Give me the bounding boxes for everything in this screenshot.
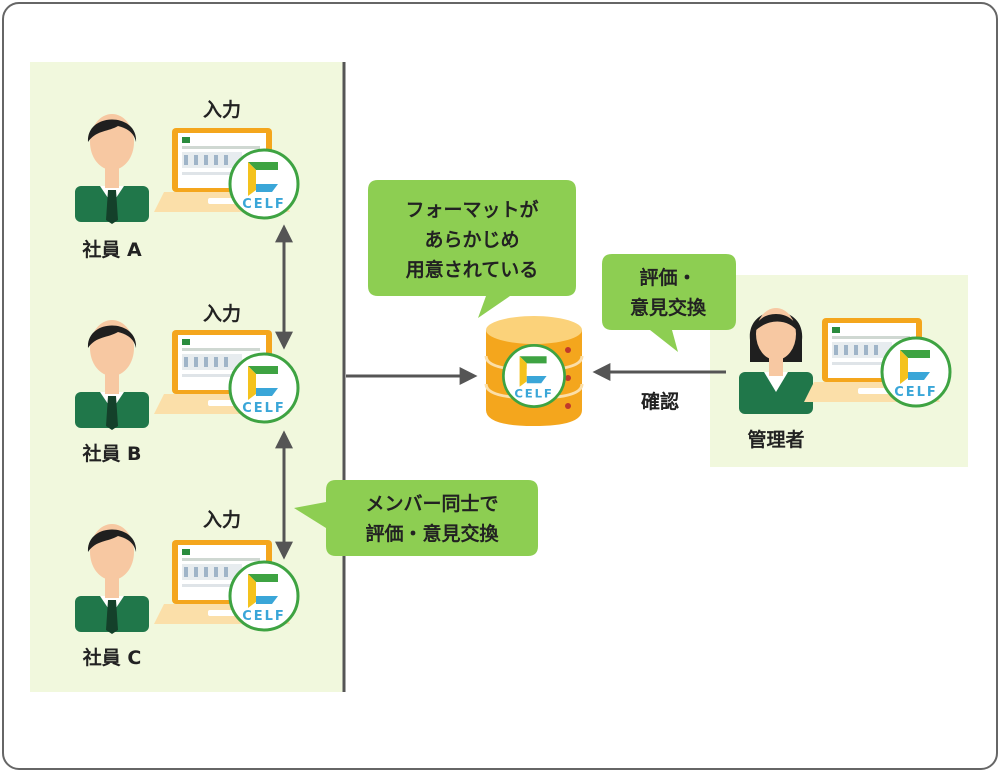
manager-exchange-line-2: 意見交換 [630, 296, 707, 319]
format-bubble: フォーマットが あらかじめ 用意されている [368, 180, 576, 318]
member-exchange-line-1: メンバー同士で [365, 493, 498, 515]
format-line-3: 用意されている [406, 258, 538, 281]
manager: CELF 管理者 [739, 308, 952, 451]
celf-logo-icon: CELF [502, 344, 566, 408]
employee-b-label: 社員 B [81, 442, 141, 465]
format-line-1: フォーマットが [405, 198, 538, 221]
manager-exchange-line-1: 評価・ [639, 266, 696, 289]
member-exchange-line-2: 評価・意見交換 [365, 522, 499, 545]
database-icon: CELF [484, 316, 584, 426]
member-exchange-bubble: メンバー同士で 評価・意見交換 [294, 480, 538, 556]
celf-logo-text: CELF [242, 401, 286, 416]
celf-logo-icon: CELF [228, 148, 300, 220]
input-label-b: 入力 [203, 302, 241, 325]
employee-c-label: 社員 C [82, 646, 142, 669]
celf-logo-icon: CELF [228, 560, 300, 632]
employee-a-label: 社員 A [81, 238, 142, 261]
celf-logo-text: CELF [514, 387, 553, 401]
celf-logo-icon: CELF [880, 336, 952, 408]
celf-logo-text: CELF [242, 609, 286, 624]
format-line-2: あらかじめ [424, 229, 519, 251]
manager-exchange-bubble: 評価・ 意見交換 [602, 254, 736, 352]
input-label-a: 入力 [203, 98, 241, 121]
employee-a: CELF 入力 社員 A [75, 98, 300, 261]
employee-b: CELF 入力 社員 B [75, 302, 300, 465]
employee-c: CELF 入力 社員 C [75, 508, 300, 669]
input-label-c: 入力 [203, 508, 241, 531]
celf-logo-icon: CELF [228, 352, 300, 424]
celf-logo-text: CELF [242, 197, 286, 212]
celf-logo-text: CELF [894, 385, 938, 400]
confirm-label: 確認 [641, 390, 679, 413]
manager-label: 管理者 [747, 428, 804, 451]
